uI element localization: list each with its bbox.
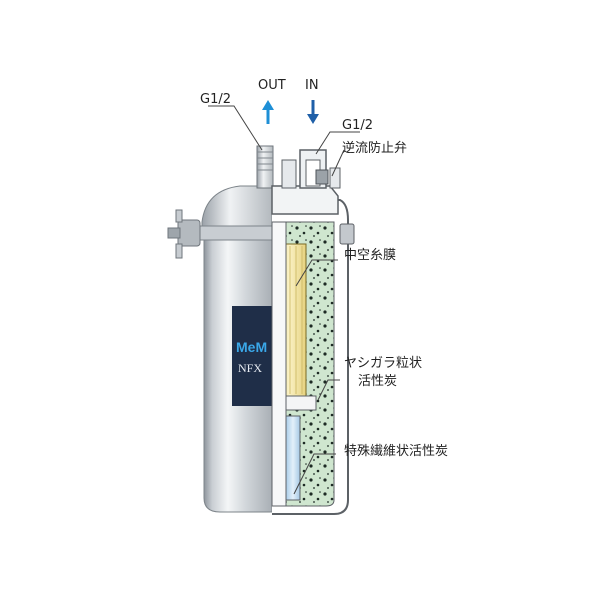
in-arrow [307,100,319,124]
fiber-carbon [285,415,301,501]
in-label: IN [305,78,319,93]
right-clamp [339,223,355,245]
leader-fiber-carbon [293,453,336,495]
check-valve-label: 逆流防止弁 [342,141,408,156]
check-valve [315,169,329,185]
out-label: OUT [258,78,286,93]
leader-check-valve [331,149,345,177]
coconut-carbon-label-1: ヤシガラ粒状 [344,356,423,371]
leader-hollow-fiber [295,259,338,287]
product-brand: MeM [236,339,267,355]
leader-g12-left [208,105,263,151]
clamp-ring [195,225,277,241]
coconut-carbon-label-2: 活性炭 [358,374,398,389]
product-model: NFX [238,361,262,375]
cutaway-head [271,185,339,215]
leader-coconut-carbon [317,379,340,401]
hollow-fiber-label: 中空糸膜 [344,248,397,263]
leader-lines [208,105,360,495]
product-label-panel [232,306,272,406]
g12-right-label: G1/2 [342,118,373,133]
side-bracket [167,209,201,259]
filter-cutaway [271,149,355,515]
fiber-carbon-label: 特殊繊維状活性炭 [344,444,449,459]
g12-left-label: G1/2 [200,92,231,107]
filter-exterior [167,145,277,513]
outlet-port [256,145,274,189]
out-arrow [262,100,274,124]
leader-g12-right [315,131,360,155]
